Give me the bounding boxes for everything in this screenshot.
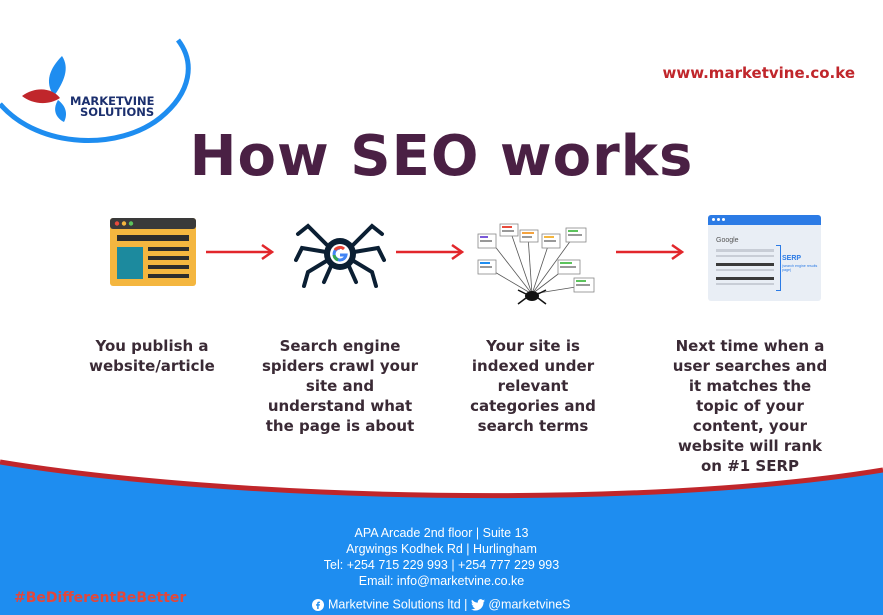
index-web-icon	[477, 223, 595, 305]
marketvine-logo-icon	[22, 56, 66, 122]
footer-telephone: Tel: +254 715 229 993 | +254 777 229 993	[323, 558, 560, 572]
serp-card-icon: Google SERP (search engine results page)	[708, 215, 821, 301]
arrow-right-icon	[396, 243, 465, 261]
brand-name: MARKETVINE SOLUTIONS	[70, 94, 155, 119]
footer-address-line2: Argwings Kodhek Rd | Hurlingham	[346, 542, 537, 556]
top-arc-decoration	[0, 38, 191, 143]
serp-card-titlebar	[708, 215, 821, 225]
spider-google-icon	[294, 223, 386, 288]
serp-card-google: Google	[716, 237, 739, 244]
facebook-handle[interactable]: Marketvine Solutions ltd |	[327, 597, 468, 612]
step-4-text: Next time when a user searches and it ma…	[672, 337, 828, 475]
arrow-right-icon	[616, 243, 685, 261]
website-url[interactable]: www.marketvine.co.ke	[662, 64, 856, 82]
footer-social: Marketvine Solutions ltd | @marketvineS	[0, 597, 883, 612]
twitter-handle[interactable]: @marketvineS	[488, 597, 571, 612]
footer-wave-red-edge	[0, 459, 883, 499]
brand-line1: MARKETVINE	[70, 94, 155, 108]
brand-line2: SOLUTIONS	[80, 105, 155, 119]
footer-wave	[0, 462, 883, 615]
step-3-text: Your site is indexed under relevant cate…	[470, 337, 596, 435]
page-title: How SEO works	[189, 124, 694, 189]
step-2-text: Search engine spiders crawl your site an…	[261, 337, 419, 435]
arrow-right-icon	[206, 243, 275, 261]
serp-card-label: SERP	[782, 255, 802, 262]
hashtag-slogan: #BeDifferentBeBetter	[14, 590, 187, 606]
twitter-icon[interactable]	[470, 598, 485, 611]
serp-card-sublabel: (search engine results page)	[782, 264, 818, 272]
step-1-text: You publish a website/article	[89, 337, 215, 375]
facebook-icon[interactable]	[312, 598, 325, 611]
footer-email[interactable]: Email: info@marketvine.co.ke	[358, 574, 525, 588]
footer-address-line1: APA Arcade 2nd floor | Suite 13	[354, 526, 529, 540]
browser-window-icon	[110, 218, 196, 286]
